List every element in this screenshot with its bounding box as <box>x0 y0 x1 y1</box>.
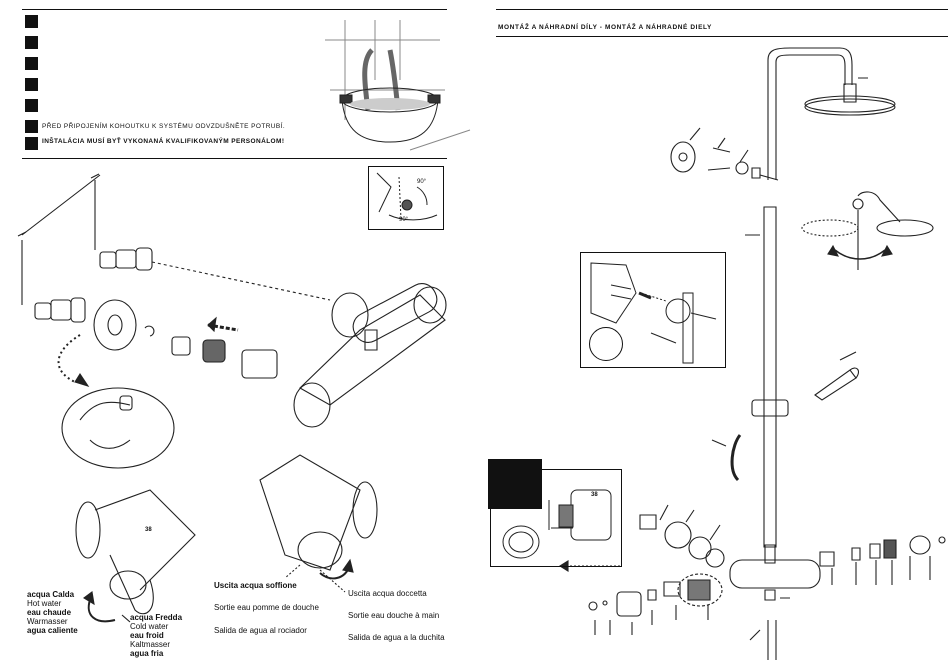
hot-water-en: Hot water <box>27 599 62 608</box>
cartridge-scale-number: 38 <box>591 492 598 498</box>
mixer-scale-number: 38 <box>145 527 152 533</box>
section-rule-left <box>22 158 447 159</box>
angle-detail-box: 90° 90° <box>368 166 444 230</box>
hand-outlet-es: Salida de agua a la duchita <box>348 633 445 642</box>
angle-label-bottom: 90° <box>399 217 409 223</box>
language-block-1 <box>25 15 38 28</box>
hot-water-es: agua caliente <box>27 626 78 635</box>
angle-label-top: 90° <box>417 179 427 185</box>
cold-water-de: Kaltmasser <box>130 640 171 649</box>
hand-outlet-fr: Sortie eau douche à main <box>348 611 440 620</box>
hot-water-it: acqua Calda <box>27 590 75 599</box>
head-outlet-fr: Sortie eau pomme de douche <box>214 603 319 612</box>
header-rule-right <box>496 36 948 37</box>
head-outlet-it: Uscita acqua soffione <box>214 581 297 590</box>
step-marker-block <box>488 459 542 509</box>
top-rule-left <box>22 9 447 10</box>
cold-water-fr: eau froid <box>130 631 164 640</box>
warning-qualified-personnel: INŠTALÁCIA MUSÍ BYŤ VYKONANÁ KVALIFIKOVA… <box>42 138 285 145</box>
head-outlet-es: Salida de agua al rociador <box>214 626 307 635</box>
language-block-6 <box>25 120 38 133</box>
top-rule-right <box>496 9 948 10</box>
language-block-5 <box>25 99 38 112</box>
wall-fixing-inset <box>580 252 726 368</box>
assembly-header: MONTÁŽ A NÁHRADNÍ DÍLY - MONTÁŽ A NÁHRAD… <box>498 24 712 31</box>
cold-water-es: agua fria <box>130 649 164 658</box>
hot-water-de: Warmasser <box>27 617 68 626</box>
hot-water-fr: eau chaude <box>27 608 72 617</box>
warning-purge-pipes: PŘED PŘIPOJENÍM KOHOUTKU K SYSTÉMU ODVZD… <box>42 123 286 130</box>
cartridge-detail-inset: 38 <box>490 469 622 567</box>
language-block-7 <box>25 137 38 150</box>
language-block-2 <box>25 36 38 49</box>
language-block-3 <box>25 57 38 70</box>
cold-water-it: acqua Fredda <box>130 613 183 622</box>
drill-bit-detail <box>589 327 623 361</box>
language-block-4 <box>25 78 38 91</box>
cold-water-en: Cold water <box>130 622 169 631</box>
hand-outlet-it: Uscita acqua doccetta <box>348 589 427 598</box>
